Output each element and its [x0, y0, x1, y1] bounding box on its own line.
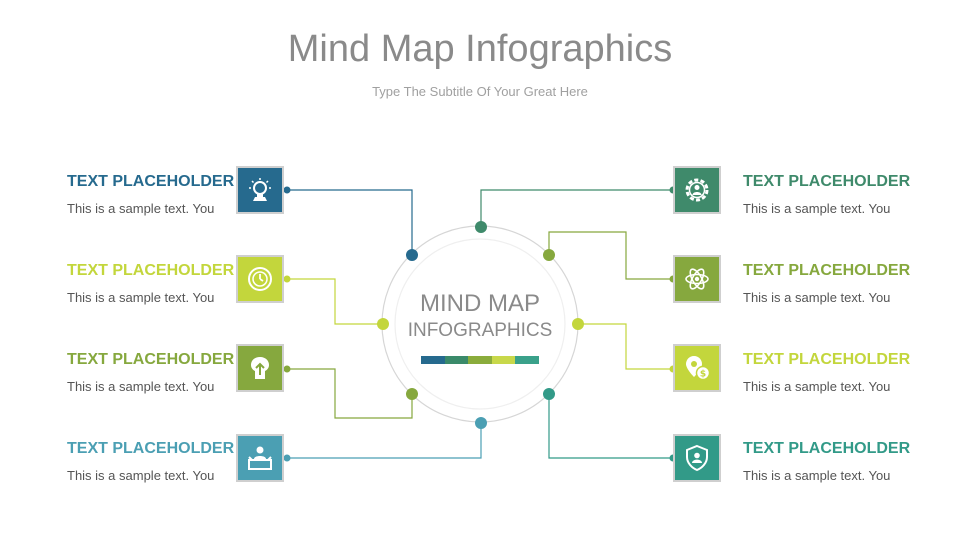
- left-item-1-title: TEXT PLACEHOLDER: [67, 173, 235, 190]
- svg-text:$: $: [700, 370, 706, 380]
- page-subtitle: Type The Subtitle Of Your Great Here: [372, 84, 588, 99]
- center-bar-segment: [468, 356, 492, 364]
- clock-icon: [248, 267, 272, 291]
- connector-left-1: [287, 189, 413, 255]
- left-item-3-text: This is a sample text. You: [67, 379, 215, 394]
- left-item-4-title: TEXT PLACEHOLDER: [67, 440, 235, 457]
- right-item-4-title: TEXT PLACEHOLDER: [743, 440, 911, 457]
- endpoint-dot: [283, 365, 291, 373]
- center-title: MIND MAP: [420, 290, 540, 317]
- left-item-2-title: TEXT PLACEHOLDER: [67, 262, 235, 279]
- left-item-3-title: TEXT PLACEHOLDER: [67, 351, 235, 368]
- center-color-bar: [421, 356, 539, 364]
- idea-head-icon: [249, 178, 271, 201]
- connector-right-1: [480, 189, 673, 227]
- center-bar-segment: [491, 356, 516, 364]
- center-bar-segment: [444, 356, 469, 364]
- icon-box-right-4: [673, 434, 721, 482]
- right-item-1-text: This is a sample text. You: [743, 201, 891, 216]
- circle-node-dot: [377, 318, 389, 330]
- circle-node-dot: [475, 221, 487, 233]
- icon-box-right-2: [673, 255, 721, 303]
- circle-node-dot: [475, 417, 487, 429]
- center-subtitle: INFOGRAPHICS: [407, 320, 553, 341]
- endpoint-dot: [283, 454, 291, 462]
- location-dollar-icon: $: [686, 356, 711, 381]
- circle-node-dot: [406, 388, 418, 400]
- presenter-icon: [248, 446, 272, 470]
- atom-icon: [685, 268, 709, 290]
- right-item-4-text: This is a sample text. You: [743, 468, 891, 483]
- connector-left-3: [287, 368, 413, 419]
- connector-right-4: [548, 394, 673, 459]
- connector-right-3: [578, 323, 673, 370]
- right-item-1-title: TEXT PLACEHOLDER: [743, 173, 911, 190]
- icon-box-left-1: [236, 166, 284, 214]
- center-inner-ring: [394, 238, 566, 410]
- connector-left-2: [287, 278, 383, 325]
- right-item-2-text: This is a sample text. You: [743, 290, 891, 305]
- icon-box-left-3: [236, 344, 284, 392]
- brain-growth-icon: [251, 357, 269, 379]
- left-item-4-text: This is a sample text. You: [67, 468, 215, 483]
- shield-user-icon: [686, 444, 708, 472]
- circle-node-dot: [572, 318, 584, 330]
- circle-node-dot: [543, 388, 555, 400]
- connector-right-2: [548, 231, 673, 280]
- icon-box-left-2: [236, 255, 284, 303]
- connector-left-4: [287, 423, 482, 459]
- endpoint-dot: [283, 275, 291, 283]
- icon-box-right-1: [673, 166, 721, 214]
- icon-box-left-4: [236, 434, 284, 482]
- page-title: Mind Map Infographics: [287, 28, 673, 70]
- circle-node-dot: [543, 249, 555, 261]
- left-item-2-text: This is a sample text. You: [67, 290, 215, 305]
- center-bar-segment: [421, 356, 445, 364]
- right-item-3-title: TEXT PLACEHOLDER: [743, 351, 911, 368]
- icon-box-right-3: $: [673, 344, 721, 392]
- gear-person-icon: [685, 178, 709, 202]
- endpoint-dot: [283, 186, 291, 194]
- center-bar-segment: [515, 356, 539, 364]
- left-item-1-text: This is a sample text. You: [67, 201, 215, 216]
- right-item-2-title: TEXT PLACEHOLDER: [743, 262, 911, 279]
- circle-node-dot: [406, 249, 418, 261]
- right-item-3-text: This is a sample text. You: [743, 379, 891, 394]
